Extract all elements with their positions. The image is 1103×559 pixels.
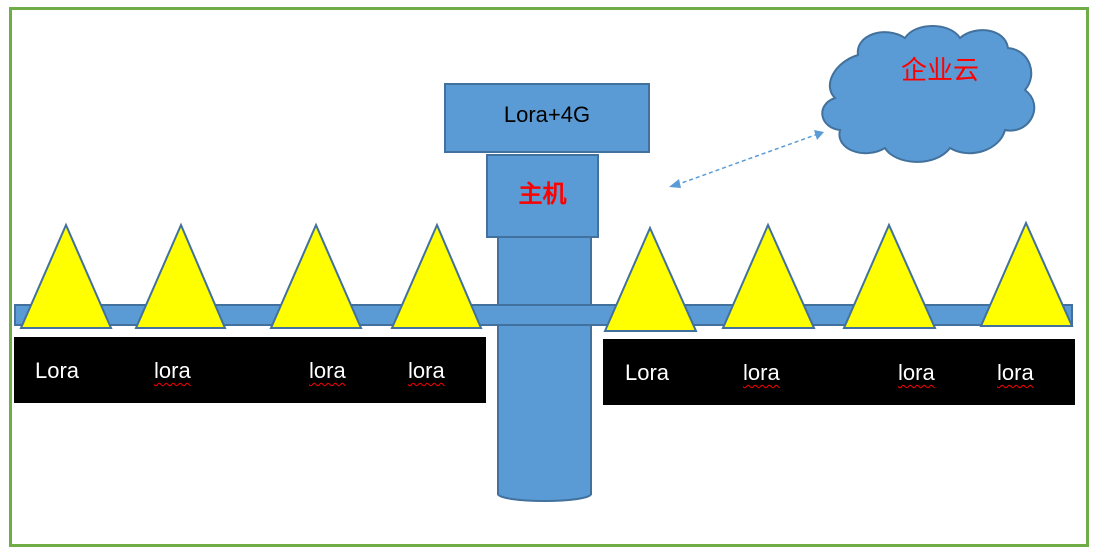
host-box [486,154,599,238]
sensor-triangle [269,222,363,329]
sensor-triangle [842,222,937,329]
node-label: Lora [625,360,670,385]
node-label: lora [743,360,780,385]
node-label: lora [997,360,1034,385]
sensor-triangle [19,222,113,329]
link-arrow [669,130,824,188]
sensor-triangle [603,225,698,332]
gateway-box [444,83,650,153]
sensor-triangle [979,220,1074,327]
sensor-triangle [721,222,816,329]
cloud-label: 企业云 [900,56,979,86]
node-label: lora [154,358,191,383]
node-label: Lora [35,358,80,383]
sensor-triangle [390,222,483,329]
left-label-bar [14,337,486,403]
pole [497,231,592,502]
node-label: lora [898,360,935,385]
sensor-triangle [134,222,227,329]
right-label-bar [603,339,1075,405]
gateway-label: Lora+4G [503,102,591,127]
host-label: 主机 [518,179,567,208]
cloud-shape [821,25,1036,163]
node-label: lora [309,358,346,383]
node-label: lora [408,358,445,383]
diagram-frame [9,7,1089,547]
